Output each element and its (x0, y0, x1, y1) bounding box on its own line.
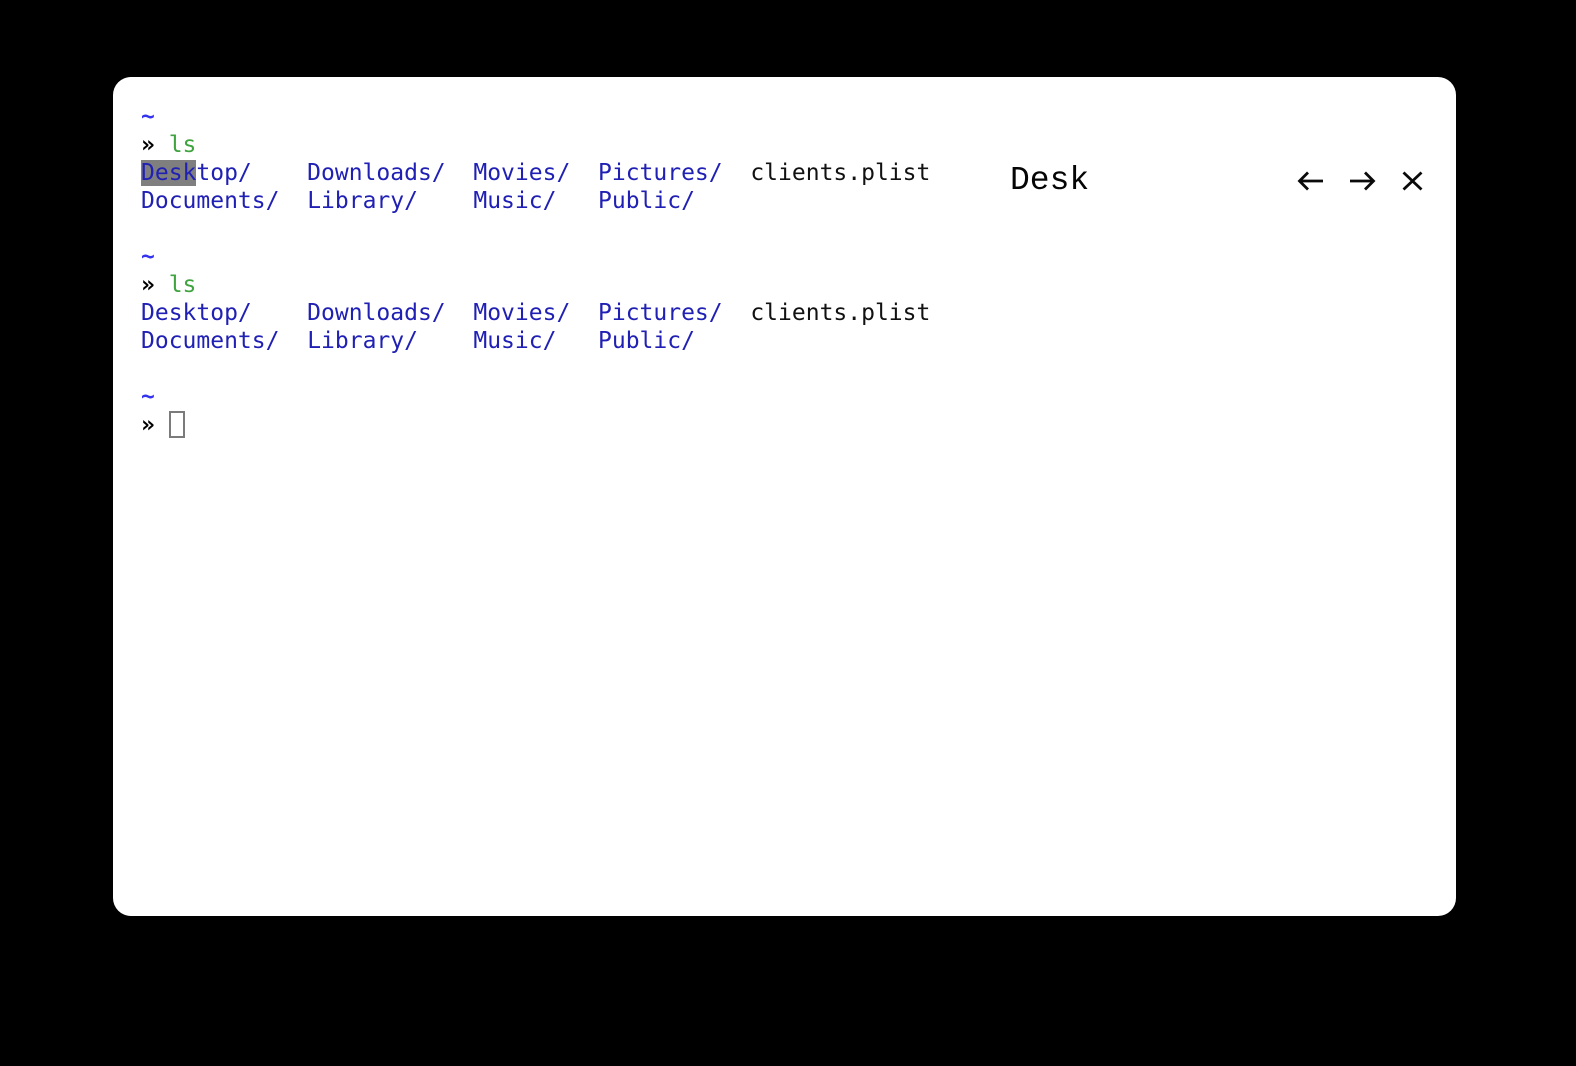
search-toolbar (1295, 169, 1424, 193)
close-search-button[interactable] (1401, 169, 1424, 193)
terminal-text-segment: Library/ (307, 328, 418, 354)
terminal-text-segment: Music/ (473, 328, 557, 354)
terminal-text-segment (252, 300, 307, 326)
terminal-line: » ls (141, 271, 930, 299)
terminal-text-segment (570, 300, 598, 326)
terminal-text-segment: Pictures/ (598, 300, 723, 326)
terminal-text-segment (418, 188, 473, 214)
terminal-text-segment: Public/ (598, 188, 695, 214)
terminal-line: ~ (141, 243, 930, 271)
terminal-text-segment: ~ (141, 384, 155, 410)
search-query-text[interactable]: Desk (1010, 162, 1090, 199)
terminal-text-segment: ~ (141, 244, 155, 270)
terminal-text-segment: top/ (196, 160, 252, 186)
terminal-text-segment: Movies/ (473, 300, 571, 326)
terminal-text-segment: » (141, 412, 169, 438)
terminal-line: ~ (141, 103, 930, 131)
terminal-text-segment: Music/ (473, 188, 557, 214)
terminal-line: Desktop/ Downloads/ Movies/ Pictures/ cl… (141, 159, 930, 187)
terminal-text-segment: ls (168, 132, 197, 158)
terminal-text-segment: Library/ (307, 188, 418, 214)
terminal-line (141, 215, 930, 243)
terminal-text-segment: ls (168, 272, 197, 298)
terminal-line: Documents/ Library/ Music/ Public/ (141, 187, 930, 215)
terminal-text-segment: Documents/ (141, 188, 280, 214)
terminal-text-segment (252, 160, 307, 186)
terminal-text-segment: clients.plist (750, 160, 931, 186)
terminal-text-segment: Downloads/ (307, 300, 446, 326)
terminal-text-segment (446, 300, 474, 326)
terminal-text-segment (570, 160, 598, 186)
next-match-button[interactable] (1348, 169, 1378, 193)
previous-match-button[interactable] (1295, 169, 1325, 193)
terminal-text-segment (279, 328, 307, 354)
terminal-text-segment (556, 328, 598, 354)
terminal-text-segment (418, 328, 473, 354)
terminal-text-segment: Movies/ (473, 160, 571, 186)
terminal-text-segment: Pictures/ (598, 160, 723, 186)
terminal-line: » (141, 410, 930, 439)
terminal-text-segment: » (141, 272, 169, 298)
right-arrow-icon (1348, 169, 1378, 193)
terminal-text-segment (279, 188, 307, 214)
terminal-text-segment: Public/ (598, 328, 695, 354)
terminal-text-segment: » (141, 132, 169, 158)
terminal-line: Documents/ Library/ Music/ Public/ (141, 327, 930, 355)
terminal-text-segment (723, 300, 751, 326)
left-arrow-icon (1295, 169, 1325, 193)
terminal-line: ~ (141, 383, 930, 411)
terminal-text-segment: ~ (141, 104, 155, 130)
terminal-line: » ls (141, 131, 930, 159)
terminal-text-segment: Desk (141, 160, 197, 186)
terminal-line: Desktop/ Downloads/ Movies/ Pictures/ cl… (141, 299, 930, 327)
terminal-cursor (168, 410, 185, 438)
terminal-text-segment: Downloads/ (307, 160, 446, 186)
terminal-line (141, 355, 930, 383)
terminal-text-segment (723, 160, 751, 186)
terminal-text-segment: clients.plist (750, 300, 931, 326)
close-icon (1401, 169, 1424, 193)
terminal-text-segment (446, 160, 474, 186)
terminal-text-segment: Documents/ (141, 328, 280, 354)
terminal-text-segment (556, 188, 598, 214)
terminal-text-segment: Desktop/ (141, 300, 252, 326)
